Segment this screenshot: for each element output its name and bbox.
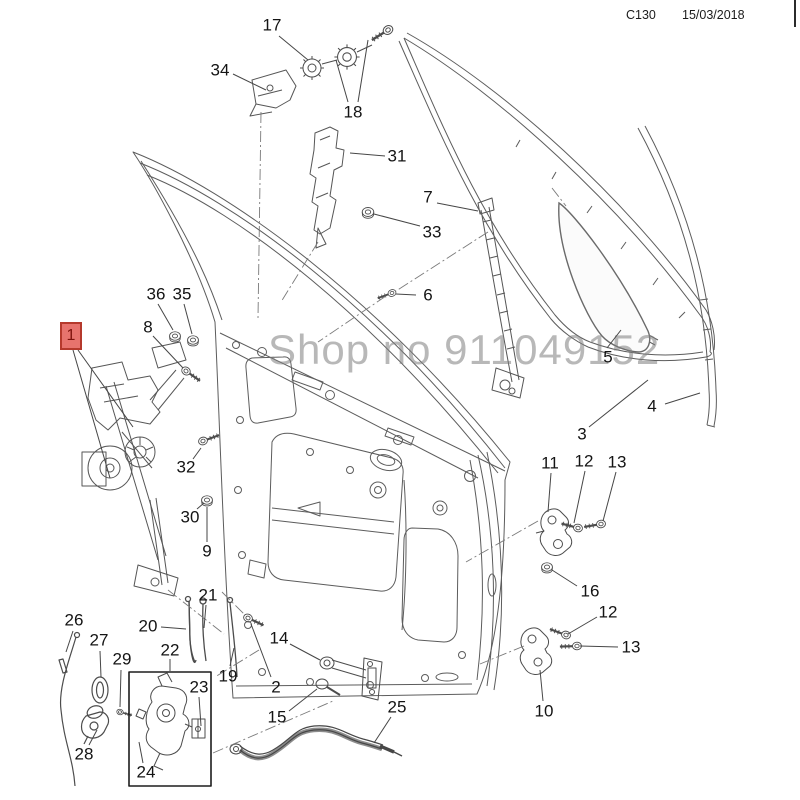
callout-16: 16 bbox=[580, 581, 600, 601]
callout-21: 21 bbox=[198, 585, 218, 605]
part-bracket-31 bbox=[309, 126, 375, 249]
part-release-cable bbox=[229, 725, 403, 761]
callout-13: 13 bbox=[621, 637, 641, 657]
callout-9: 9 bbox=[202, 541, 212, 561]
callout-26: 26 bbox=[64, 610, 84, 630]
part-hinge-lower bbox=[519, 624, 583, 675]
part-outside-handle-group bbox=[58, 631, 134, 787]
callout-31: 31 bbox=[387, 146, 407, 166]
callout-19: 19 bbox=[218, 666, 238, 686]
callout-24: 24 bbox=[136, 762, 156, 782]
doc-code: C130 bbox=[626, 8, 656, 22]
callout-29: 29 bbox=[112, 649, 132, 669]
assembly-centerlines bbox=[167, 111, 567, 754]
callout-32: 32 bbox=[176, 457, 196, 477]
callout-14: 14 bbox=[269, 628, 289, 648]
callout-1: 1 bbox=[60, 322, 82, 350]
part-quarter-glass bbox=[558, 201, 651, 353]
callout-30: 30 bbox=[180, 507, 200, 527]
part-division-channel bbox=[637, 125, 717, 428]
doc-date: 15/03/2018 bbox=[682, 8, 745, 22]
part-door-inner-panel bbox=[132, 151, 511, 699]
callout-36: 36 bbox=[146, 284, 166, 304]
callout-17: 17 bbox=[262, 15, 282, 35]
part-latch-assembly bbox=[128, 671, 212, 787]
callout-10: 10 bbox=[534, 701, 554, 721]
callout-11: 11 bbox=[541, 453, 559, 473]
callout-34: 34 bbox=[210, 60, 230, 80]
part-check-strap bbox=[315, 656, 383, 701]
callout-6: 6 bbox=[423, 285, 433, 305]
callout-33: 33 bbox=[422, 222, 442, 242]
callout-2: 2 bbox=[271, 677, 281, 697]
part-lock-cylinder-set bbox=[299, 22, 396, 81]
callout-23: 23 bbox=[189, 677, 209, 697]
callout-22: 22 bbox=[160, 640, 180, 660]
part-hinge-upper bbox=[535, 508, 608, 574]
callout-13: 13 bbox=[607, 452, 627, 472]
callout-15: 15 bbox=[267, 707, 287, 727]
part-lock-rods bbox=[184, 595, 238, 678]
callout-12: 12 bbox=[598, 602, 618, 622]
callout-4: 4 bbox=[647, 396, 657, 416]
callout-7: 7 bbox=[423, 187, 433, 207]
callout-12: 12 bbox=[574, 451, 594, 471]
callout-25: 25 bbox=[387, 697, 407, 717]
callout-18: 18 bbox=[343, 102, 363, 122]
callout-27: 27 bbox=[89, 630, 109, 650]
callout-28: 28 bbox=[74, 744, 94, 764]
page-edge-mark bbox=[794, 0, 796, 27]
callout-20: 20 bbox=[138, 616, 158, 636]
callout-8: 8 bbox=[143, 317, 153, 337]
part-window-regulator bbox=[81, 341, 187, 597]
callout-5: 5 bbox=[603, 347, 613, 367]
callout-35: 35 bbox=[172, 284, 192, 304]
callout-3: 3 bbox=[577, 424, 587, 444]
part-bracket-34 bbox=[249, 69, 297, 117]
part-guide-rail bbox=[375, 197, 525, 399]
